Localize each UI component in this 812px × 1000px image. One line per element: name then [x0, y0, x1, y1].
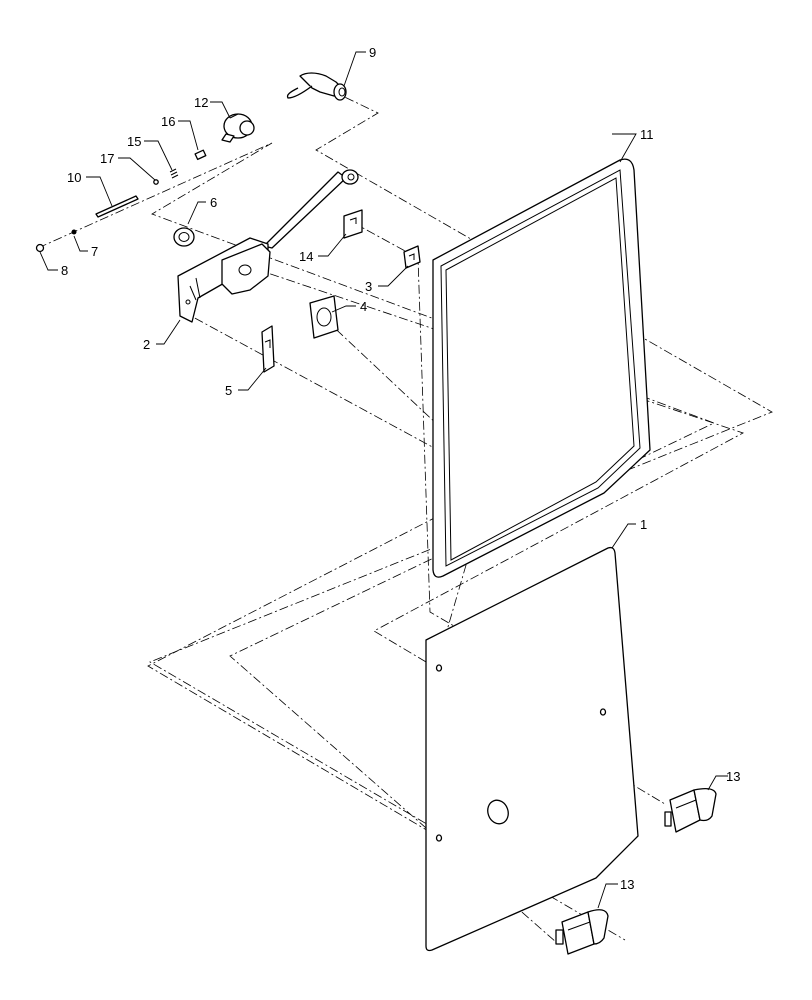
callout-5: 5 — [225, 383, 232, 398]
grommet-part — [173, 227, 195, 247]
callout-17: 17 — [100, 151, 114, 166]
callout-10: 10 — [67, 170, 81, 185]
callout-14: 14 — [299, 249, 313, 264]
leader-lines — [39, 51, 728, 909]
callout-labels: 9 11 12 16 15 17 10 6 7 8 2 14 3 4 5 1 1… — [61, 45, 740, 892]
nut-part — [194, 149, 207, 161]
callout-1: 1 — [640, 517, 647, 532]
callout-12: 12 — [194, 95, 208, 110]
callout-7: 7 — [91, 244, 98, 259]
assembly-line-handle — [149, 89, 773, 941]
callout-4: 4 — [360, 299, 367, 314]
assembly-line-pin — [37, 142, 716, 943]
window-seal-part — [432, 158, 651, 578]
tab-plate-upper-part — [343, 209, 363, 239]
assembly-lines — [37, 89, 773, 943]
latch-lever-part — [263, 169, 359, 249]
small-washer-part — [153, 179, 159, 185]
latch-bracket-part — [177, 237, 271, 323]
tab-plate-right-part — [403, 245, 421, 269]
callout-15: 15 — [127, 134, 141, 149]
assembly-line-washer — [323, 317, 493, 669]
hinge-upper-part — [664, 788, 717, 833]
callout-13-upper: 13 — [726, 769, 740, 784]
assembly-line-tabs — [351, 221, 599, 711]
callout-11: 11 — [640, 127, 654, 142]
glass-panel-part — [425, 546, 639, 952]
callout-2: 2 — [143, 337, 150, 352]
tab-plate-lower-part — [261, 325, 275, 373]
ring-part — [35, 243, 45, 253]
rod-part — [95, 195, 139, 218]
callout-3: 3 — [365, 279, 372, 294]
callout-9: 9 — [369, 45, 376, 60]
callout-16: 16 — [161, 114, 175, 129]
spring-part — [169, 168, 179, 179]
clip-part — [71, 229, 77, 235]
hinge-lower-part — [555, 909, 609, 955]
washer-plate-part — [309, 295, 339, 339]
callout-13-lower: 13 — [620, 877, 634, 892]
callout-8: 8 — [61, 263, 68, 278]
handle-part — [286, 72, 347, 101]
callout-6: 6 — [210, 195, 217, 210]
lock-cylinder-part — [221, 113, 255, 143]
